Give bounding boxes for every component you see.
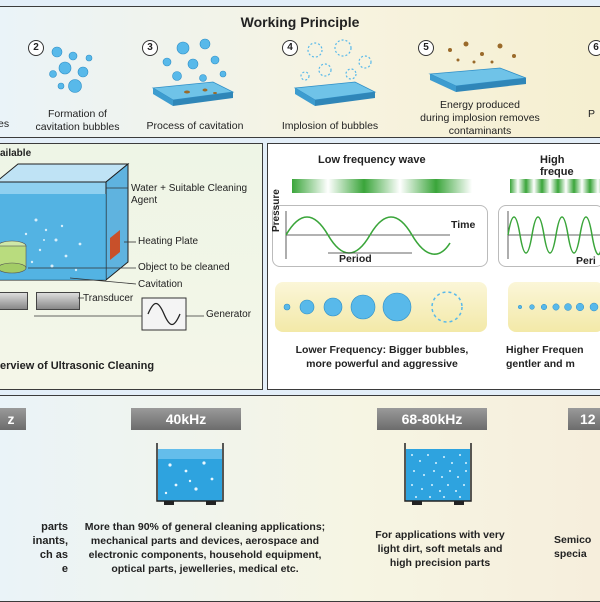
band-desc-40khz: More than 90% of general cleaning applic… — [84, 521, 326, 575]
low-time-axis-label: Time — [451, 219, 476, 231]
heating-plate-label: Heating Plate — [138, 236, 199, 247]
band-label-partial-right: 12 — [568, 408, 600, 430]
high-frequency-bubbles — [517, 302, 599, 312]
band-desc-partial-left: parts inants, ch as e — [32, 521, 68, 575]
low-period-label: Period — [339, 253, 372, 265]
formation-bubbles-graphic — [49, 46, 93, 93]
step3-caption: Process of cavitation — [146, 120, 244, 132]
cleaning-tank-graphic — [0, 162, 130, 282]
low-frequency-description: Lower Frequency: Bigger bubbles, more po… — [295, 344, 469, 370]
step-number-5: 5 — [418, 40, 434, 56]
step6-caption-partial: P — [588, 108, 596, 120]
energy-removes-contaminants-graphic — [428, 41, 527, 92]
high-frequency-wave-box — [498, 205, 600, 267]
band-label-68-80khz: 68-80kHz — [377, 408, 487, 430]
band-desc-partial-right: Semico specia — [554, 534, 592, 560]
cavitation-label: Cavitation — [138, 279, 183, 290]
low-frequency-wave-box — [272, 205, 488, 267]
step2-caption: Formation of cavitation bubbles — [35, 108, 120, 133]
high-frequency-description: Higher Frequen gentler and m — [506, 344, 584, 370]
step-number-2: 2 — [28, 40, 44, 56]
water-label: Water + Suitable Cleaning Agent — [131, 183, 248, 206]
transducer-block-2 — [36, 292, 80, 310]
step-number-3: 3 — [142, 40, 158, 56]
generator-graphic — [141, 297, 187, 331]
transducer-block-1 — [0, 292, 28, 310]
low-frequency-wave — [285, 211, 451, 259]
low-frequency-title: Low frequency wave — [318, 154, 426, 166]
overview-title: erview of Ultrasonic Cleaning — [0, 360, 155, 372]
step-number-4: 4 — [282, 40, 298, 56]
low-frequency-bubbles — [283, 291, 463, 323]
overview-leader-lines — [28, 187, 204, 317]
band-label-partial-left: z — [0, 408, 26, 430]
available-label-partial: ailable — [0, 148, 32, 159]
implosion-graphic — [293, 39, 377, 106]
low-pressure-axis-label: Pressure — [271, 189, 282, 232]
beaker-40khz — [156, 443, 224, 505]
high-frequency-wave — [507, 211, 600, 259]
cavitation-process-graphic — [151, 38, 235, 106]
high-frequency-title: High freque — [540, 154, 574, 178]
object-label: Object to be cleaned — [138, 262, 230, 273]
step5-caption: Energy produced during implosion removes… — [420, 99, 540, 137]
generator-label: Generator — [206, 309, 252, 320]
high-period-label: Peri — [576, 255, 596, 267]
step4-caption: Implosion of bubbles — [281, 120, 379, 132]
high-frequency-density-bar — [510, 179, 600, 193]
band-desc-68-80khz: For applications with very light dirt, s… — [375, 529, 505, 569]
step-number-6: 6 — [588, 40, 600, 56]
beaker-68-80khz — [404, 443, 472, 505]
step1-caption-partial: es — [0, 118, 10, 130]
frequency-bands-panel — [0, 395, 600, 602]
transducer-label: Transducer — [83, 293, 134, 304]
working-principle-title: Working Principle — [240, 14, 360, 30]
band-label-40khz: 40kHz — [131, 408, 241, 430]
low-frequency-density-bar — [292, 179, 472, 193]
